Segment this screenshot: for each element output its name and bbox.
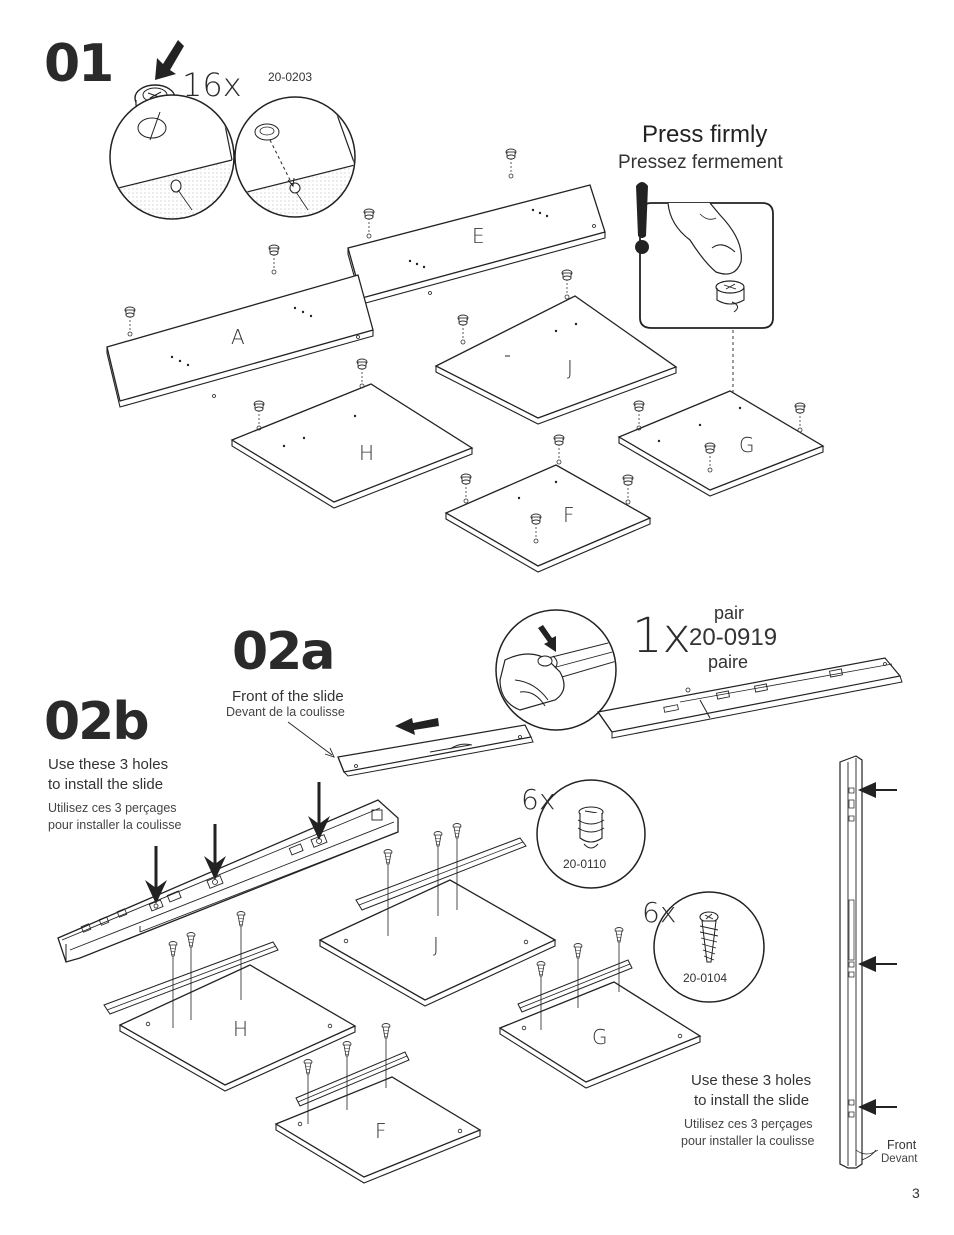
use-holes-fr-line1: Utilisez ces 3 perçages (48, 801, 177, 815)
slide-detail-circle (495, 609, 617, 731)
slide-front (337, 724, 534, 777)
vertical-slide (839, 755, 879, 1169)
press-firmly-fr: Pressez fermement (618, 152, 783, 173)
part-code-20-0919: 20-0919 (689, 624, 778, 651)
panel-f-2b (274, 1023, 482, 1184)
right-use-holes-fr-line2: pour installer la coulisse (681, 1134, 815, 1148)
right-arrows (858, 782, 897, 1115)
panel-label-j: J (567, 356, 573, 380)
panel-g (617, 330, 825, 497)
panel-f (444, 434, 652, 573)
panel-label-g-2b: G (592, 1025, 608, 1049)
slide-pair (596, 657, 903, 739)
detail-circle-right (234, 96, 356, 218)
panel-j (434, 269, 678, 425)
panel-g-2b (498, 927, 702, 1089)
slide-closeup (57, 799, 399, 963)
left-arrow-icon (858, 782, 876, 798)
part-code-20-0110: 20-0110 (563, 857, 607, 871)
pair-en: pair (714, 603, 745, 623)
left-arrow-icon (395, 718, 439, 735)
panel-label-f-2b: F (375, 1119, 387, 1143)
press-firmly-en: Press firmly (642, 121, 768, 148)
panel-label-j-2b: J (433, 933, 439, 957)
hole-arrows (145, 782, 330, 904)
right-use-holes-en-line2: to install the slide (694, 1092, 810, 1109)
part-code-20-0203: 20-0203 (268, 70, 313, 84)
finger-icon (667, 202, 742, 275)
panel-label-a: A (231, 325, 245, 349)
panel-h-2b (103, 911, 357, 1092)
panel-label-g: G (739, 433, 755, 457)
use-holes-fr-line2: pour installer la coulisse (48, 818, 182, 832)
step-number-02a: 02a (232, 622, 335, 682)
pair-fr: paire (708, 652, 749, 672)
front-of-slide-fr: Devant de la coulisse (226, 705, 345, 719)
panel-h (230, 358, 474, 509)
press-detail-box (635, 182, 774, 329)
screw-detail-circle (653, 891, 765, 1003)
down-arrow-icon (308, 816, 330, 840)
left-arrow-icon (858, 956, 876, 972)
step-number-02b: 02b (44, 692, 150, 752)
front-of-slide-en: Front of the slide (232, 688, 344, 705)
panel-label-h-2b: H (233, 1017, 249, 1041)
right-use-holes-fr-line1: Utilisez ces 3 perçages (684, 1117, 813, 1131)
exclamation-icon (636, 182, 648, 238)
panel-label-f: F (563, 503, 575, 527)
page-number: 3 (912, 1185, 920, 1201)
panel-a (106, 244, 374, 408)
panel-label-e: E (472, 224, 485, 248)
down-arrow-icon (145, 880, 167, 904)
screw-quantity: 6x (642, 896, 677, 929)
front-label-en: Front (887, 1138, 917, 1152)
use-holes-en-line2: to install the slide (48, 776, 164, 793)
left-arrow-icon (858, 1099, 876, 1115)
step-number-01: 01 (44, 34, 114, 94)
down-arrow-icon (155, 40, 184, 80)
quantity-16x: 16x (182, 66, 242, 104)
press-arrow-icon (538, 625, 556, 652)
right-use-holes-en-line1: Use these 3 holes (691, 1072, 812, 1089)
cam-detail-circle (536, 779, 646, 889)
quantity-1x: 1x (632, 608, 691, 664)
front-label-fr: Devant (881, 1153, 918, 1165)
part-code-20-0104: 20-0104 (683, 971, 728, 985)
use-holes-en-line1: Use these 3 holes (48, 756, 169, 773)
cam-quantity: 6x (521, 783, 556, 816)
down-arrow-icon (204, 856, 226, 880)
panel-label-h: H (359, 441, 375, 465)
panel-j-2b (318, 823, 557, 1007)
